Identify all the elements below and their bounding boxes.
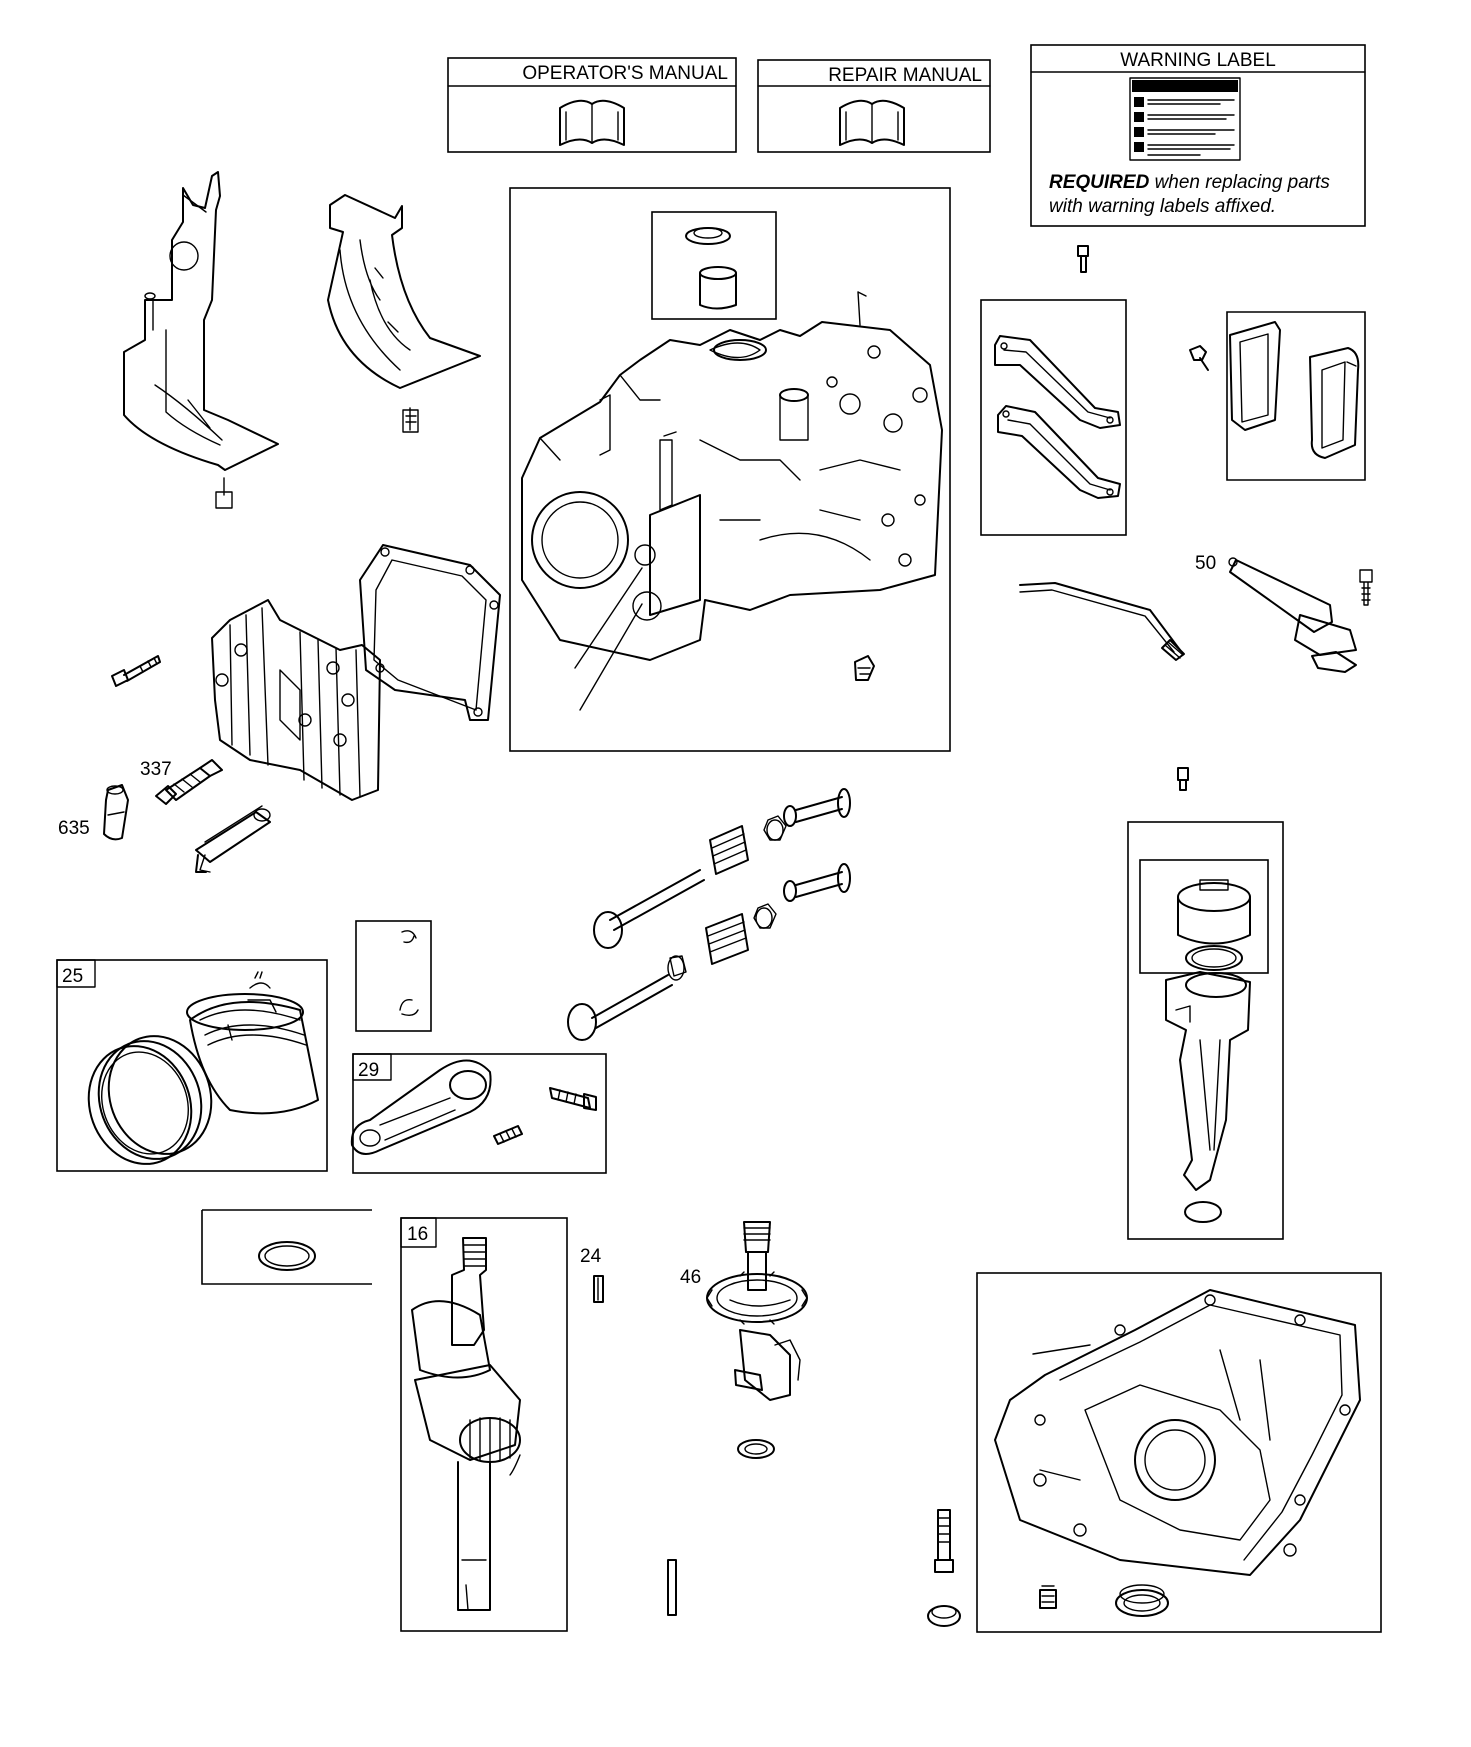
warning-label-title: WARNING LABEL — [1120, 50, 1276, 71]
part-number-635: 635 — [58, 818, 90, 839]
part-number-46: 46 — [680, 1267, 701, 1288]
book-icon — [839, 99, 905, 146]
connecting-rod — [350, 1059, 492, 1155]
part-number-337: 337 — [140, 759, 172, 780]
dipstick-tube — [1165, 971, 1251, 1191]
cylinder-shroud-right — [327, 194, 481, 433]
valve-keeper-box — [355, 920, 432, 1032]
cylinder-head — [211, 599, 381, 801]
warning-required-word: REQUIRED — [1049, 172, 1150, 193]
part-number-25: 25 — [62, 966, 83, 987]
warning-note-rest: when replacing parts — [1149, 172, 1330, 193]
operators-manual-label: OPERATOR'S MANUAL — [522, 63, 728, 84]
cover-box — [1189, 311, 1366, 481]
cylinder-block-box — [509, 187, 951, 752]
warning-label-note-line1: REQUIRED when replacing parts — [1049, 172, 1330, 193]
part-number-29: 29 — [358, 1060, 379, 1081]
part-number-16: 16 — [407, 1224, 428, 1245]
head-gasket — [359, 544, 501, 721]
key-24: 24 — [580, 1246, 604, 1303]
sump-box — [976, 1272, 1382, 1633]
repair-manual-box: REPAIR MANUAL — [757, 59, 991, 153]
sump-seal — [927, 1605, 961, 1627]
warning-label-note-line2: with warning labels affixed. — [1049, 196, 1276, 217]
spark-plug-boot: 635 — [58, 784, 129, 841]
piston-rings — [87, 1035, 213, 1165]
warning-sticker-icon — [1129, 77, 1241, 161]
warning-label-box: WARNING LABEL REQUIRED when replacing pa… — [1030, 44, 1366, 227]
spark-plug: 337 — [140, 759, 223, 805]
connecting-rod-box: 29 — [350, 1053, 607, 1174]
intake-gasket-box — [980, 299, 1127, 536]
piston-box: 25 — [56, 959, 328, 1172]
dipstick-tube-box — [1127, 767, 1284, 1240]
cylinder-shroud-left — [123, 171, 279, 509]
breather-tube — [195, 805, 271, 873]
operators-manual-box: OPERATOR'S MANUAL — [447, 57, 737, 153]
governor-rod — [1019, 582, 1185, 661]
screw-top-right — [1077, 245, 1089, 273]
crankshaft-box: 16 — [400, 1217, 568, 1632]
sump — [994, 1289, 1361, 1576]
crankshaft — [411, 1237, 521, 1611]
valve-train — [567, 788, 851, 1041]
book-icon — [559, 99, 625, 146]
head-bolt — [111, 655, 161, 687]
part-number-50: 50 — [1195, 553, 1216, 574]
part-number-24: 24 — [580, 1246, 602, 1267]
sump-bolt — [934, 1509, 954, 1573]
camshaft-gear: 46 — [680, 1221, 808, 1459]
plug — [854, 655, 875, 681]
part-50-assembly: 50 — [1195, 553, 1373, 673]
oil-seal-box — [201, 1209, 372, 1285]
repair-manual-label: REPAIR MANUAL — [828, 65, 982, 86]
cylinder-block — [521, 321, 943, 661]
dowel-pin — [667, 1559, 677, 1616]
